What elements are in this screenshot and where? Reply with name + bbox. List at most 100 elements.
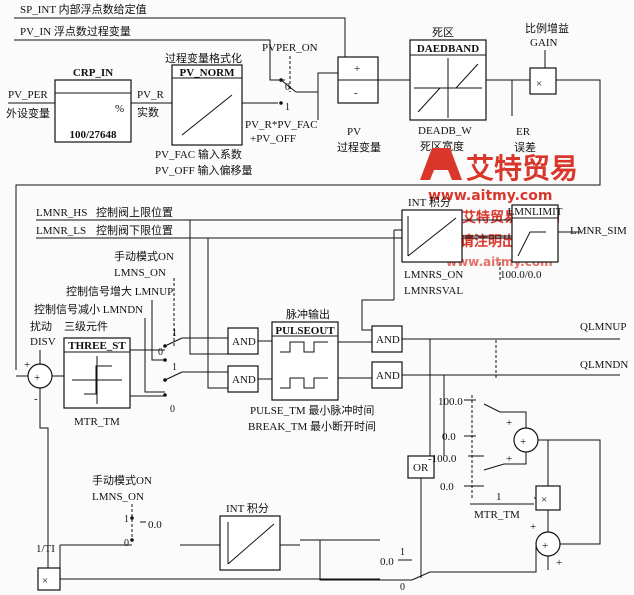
svg-text:0.0: 0.0 [442, 431, 456, 443]
int-title-top: INT 积分 [408, 196, 451, 209]
gain-multiplier [529, 67, 557, 95]
lmnr-ls-desc: 控制阀下限位置 [96, 223, 173, 237]
svg-text:0.0: 0.0 [380, 556, 394, 568]
svg-text:100.0: 100.0 [438, 396, 463, 408]
svg-text:1: 1 [496, 491, 502, 503]
pv-norm-curve [181, 94, 233, 136]
and-gate-3 [371, 325, 403, 353]
pulse-title: 脉冲输出 [286, 307, 330, 321]
manual-mode-1: 手动模式ON [114, 249, 174, 263]
lmnr-hs-desc: 控制阀上限位置 [96, 205, 173, 219]
svg-text:1: 1 [172, 328, 177, 339]
manual-mode-2: 手动模式ON [92, 473, 152, 487]
pvper-on-label: PVPER_ON [262, 42, 318, 54]
lmnup-label: 控制信号增大 LMNUP [66, 284, 173, 298]
svg-text:0: 0 [400, 582, 405, 593]
lmns-on-2: LMNS_ON [92, 491, 144, 503]
qlmnup-label: QLMNUP [580, 321, 626, 333]
svg-text:1: 1 [124, 514, 129, 525]
lmnrsval-label: LMNRSVAL [404, 285, 463, 297]
crp-in-title: CRP_IN [73, 67, 113, 79]
svg-text:+: + [506, 453, 512, 465]
and-gate-2 [227, 365, 259, 393]
pv-label: PV [347, 126, 361, 138]
svg-text:AND: AND [376, 334, 400, 346]
lmnlimit-label: LMNLIMIT [508, 206, 563, 218]
int-title-bottom: INT 积分 [226, 502, 269, 515]
svg-text:+: + [24, 359, 30, 371]
three-st-title: 三级元件 [64, 320, 108, 333]
svg-text:-: - [354, 87, 358, 99]
deadb-w-desc: 死区宽度 [420, 139, 464, 153]
pv-off-label: PV_OFF 输入偏移量 [155, 163, 253, 177]
svg-text:OR: OR [413, 462, 429, 474]
svg-text:+: + [520, 436, 526, 448]
pv-fac-label: PV_FAC 输入系数 [155, 147, 242, 161]
svg-text:×: × [42, 575, 48, 587]
three-st-label: THREE_ST [68, 340, 126, 352]
deadband-label: DAEDBAND [417, 43, 479, 55]
svg-text:1: 1 [172, 362, 177, 373]
svg-text:+: + [542, 540, 548, 552]
sp-int-line [14, 17, 346, 57]
svg-text:+: + [530, 521, 536, 533]
svg-text:0: 0 [285, 82, 290, 93]
mtr-multiplier [535, 485, 561, 511]
svg-text:+: + [354, 63, 360, 75]
svg-text:-: - [34, 393, 38, 405]
pv-in-line [14, 39, 271, 58]
pv-r-desc: 实数 [137, 105, 159, 119]
break-tm-label: BREAK_TM 最小断开时间 [248, 419, 376, 433]
pulseout-label: PULSEOUT [275, 325, 335, 337]
pulse-tm-label: PULSE_TM 最小脉冲时间 [250, 403, 374, 417]
pulseout-block [271, 321, 339, 401]
deadband-title: 死区 [432, 27, 454, 39]
svg-text:1: 1 [285, 102, 290, 113]
svg-text:0.0: 0.0 [148, 519, 162, 531]
lmn-range-label: 100.0/0.0 [500, 269, 542, 281]
pv-per-label: PV_PER [8, 89, 48, 101]
one-ti-label: 1/TI [36, 543, 55, 555]
svg-text:AND: AND [376, 370, 400, 382]
svg-text:+: + [506, 417, 512, 429]
disturb-label: 扰动 [30, 319, 52, 333]
svg-text:AND: AND [232, 336, 256, 348]
lmnr-ls-label: LMNR_LS [36, 225, 86, 237]
disv-label: DISV [30, 336, 56, 348]
svg-text:www.aitmy.com: www.aitmy.com [428, 188, 552, 204]
lmnrs-on-label: LMNRS_ON [404, 269, 463, 281]
svg-text:AND: AND [232, 374, 256, 386]
gain-output-line [15, 79, 601, 370]
svg-text:×: × [541, 494, 547, 506]
crp-in-range: 100/27648 [69, 129, 117, 141]
svg-text:0: 0 [158, 347, 163, 358]
mtr-tm-2: MTR_TM [474, 509, 520, 521]
lmnr-hs-label: LMNR_HS [36, 207, 87, 219]
qlmndn-label: QLMNDN [580, 359, 628, 371]
svg-text:0.0: 0.0 [440, 481, 454, 493]
mtr-tm-label: MTR_TM [74, 416, 120, 428]
pv-desc: 过程变量 [337, 140, 381, 154]
sp-int-label: SP_INT 内部浮点数给定值 [20, 2, 147, 16]
pv-norm-formula-1: PV_R*PV_FAC [245, 119, 318, 131]
svg-text:-100.0: -100.0 [428, 453, 457, 465]
svg-text:+: + [34, 372, 40, 384]
svg-text:艾特贸易: 艾特贸易 [466, 152, 578, 185]
svg-text:×: × [536, 78, 542, 90]
svg-text:1: 1 [400, 547, 405, 558]
lmns-on-1: LMNS_ON [114, 267, 166, 279]
crp-in-percent: % [115, 103, 124, 115]
pv-norm-label: PV_NORM [180, 67, 236, 79]
svg-text:0: 0 [124, 538, 129, 549]
lmnr-sim-label: LMNR_SIM [570, 225, 627, 237]
switch-pvper [269, 58, 285, 81]
pv-in-label: PV_IN 浮点数过程变量 [20, 24, 131, 38]
pv-r-label: PV_R [137, 89, 165, 101]
pv-norm-title: 过程变量格式化 [165, 51, 242, 65]
and-gate-1 [227, 327, 259, 355]
svg-text:0: 0 [170, 404, 175, 415]
er-desc: 误差 [514, 140, 536, 154]
lmndn-label: 控制信号减小 LMNDN [34, 302, 143, 316]
